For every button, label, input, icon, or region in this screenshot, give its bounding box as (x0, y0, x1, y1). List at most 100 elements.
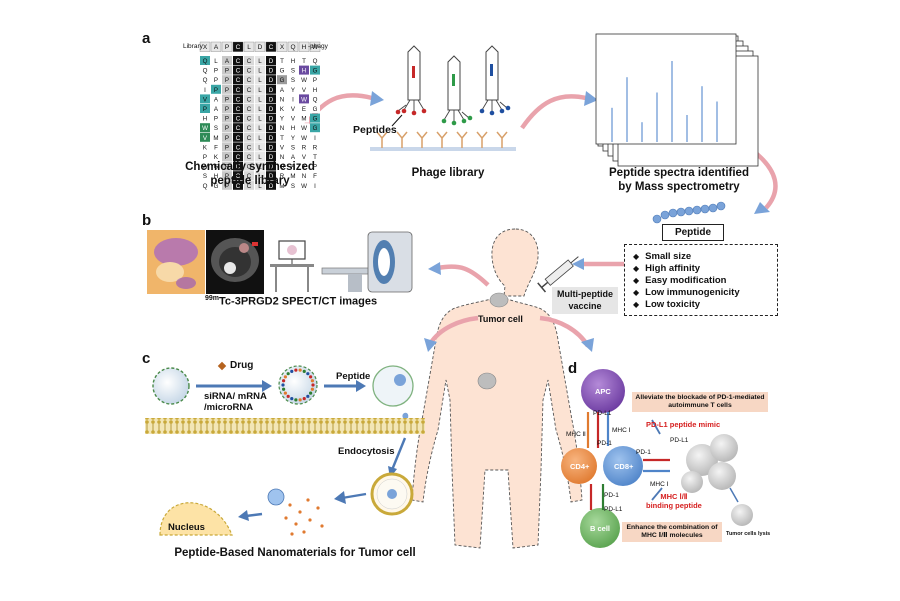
grid-letter: G (313, 106, 318, 113)
payload-dot (294, 398, 298, 402)
grid-cell (255, 123, 265, 133)
grid-cell (255, 132, 265, 142)
binding-peptide-label: MHC Ⅰ/Ⅱ binding peptide (646, 492, 702, 510)
grid-cell (233, 75, 243, 85)
grid-letter: P (214, 77, 218, 84)
payload-dot (290, 397, 294, 401)
grid-letter: M (301, 116, 306, 123)
caption-panel-c: Peptide-Based Nanomaterials for Tumor ce… (174, 547, 416, 559)
grid-letter: P (214, 87, 218, 94)
caption-mass-spec: Peptide spectra identified by Mass spect… (594, 166, 764, 194)
grid-cell (255, 142, 265, 152)
grid-cell (233, 56, 243, 65)
phage-green (441, 55, 473, 126)
grid-cell (244, 180, 254, 190)
grid-letter: P (225, 154, 229, 161)
grid-cell (277, 132, 287, 142)
grid-letter: C (236, 144, 241, 151)
grid-letter: L (258, 173, 262, 180)
grid-cell (288, 152, 298, 161)
tumor-spot-abdomen (477, 372, 497, 390)
pdl1-label-2: PD-L1 (670, 437, 689, 444)
nanoparticle-payload (281, 368, 315, 402)
grid-cell (255, 94, 265, 104)
grid-letter: C (236, 154, 241, 161)
grid-cell (233, 171, 243, 181)
binding-line1: MHC Ⅰ/Ⅱ (660, 492, 688, 501)
grid-cell (200, 123, 210, 133)
grid-cell (266, 84, 276, 94)
grid-letter: C (247, 125, 252, 132)
peptide-box: Peptide (662, 224, 724, 241)
grid-header-letter: L (247, 44, 251, 51)
grid-letter: H (313, 87, 317, 94)
grid-letter: V (291, 106, 296, 113)
grid-letter: R (280, 173, 285, 180)
grid-letter: C (247, 173, 252, 180)
arrow-library-to-phage (302, 93, 373, 130)
grid-letter: L (258, 58, 262, 65)
grid-cell (266, 113, 276, 123)
grid-cell (310, 132, 320, 142)
grid-cell (288, 56, 298, 65)
grid-letter: H (203, 116, 207, 123)
grid-letter: L (258, 77, 262, 84)
grid-letter: R (302, 144, 307, 151)
grid-letter: L (258, 87, 262, 94)
grid-letter: N (280, 154, 284, 161)
grid-letter: L (258, 144, 262, 151)
grid-letter: C (236, 125, 241, 132)
grid-cell (200, 180, 210, 190)
grid-cell (211, 104, 221, 113)
grid-letter: L (258, 125, 262, 132)
grid-cell (288, 132, 298, 142)
property-item: Low toxicity (633, 299, 777, 311)
grid-letter: A (291, 154, 296, 161)
vaccine-line1: Multi-peptide (557, 289, 613, 299)
grid-letter: A (214, 96, 219, 103)
grid-letter: P (225, 125, 229, 132)
grid-cell (255, 171, 265, 181)
grid-cell (233, 84, 243, 94)
grid-cell (255, 104, 265, 113)
grid-cell (200, 104, 210, 113)
grid-letter: Q (313, 58, 318, 65)
apc-label: APC (595, 387, 611, 396)
grid-cell (310, 123, 320, 133)
grid-cell (288, 65, 298, 75)
grid-cell (244, 171, 254, 181)
peptide-chain-icon (652, 201, 726, 224)
grid-letter: D (269, 77, 274, 84)
mass-spectra-stack (595, 33, 759, 167)
arrowhead-7 (581, 338, 594, 352)
grid-cell (266, 152, 276, 161)
grid-letter: P (225, 116, 229, 123)
grid-cell (310, 142, 320, 152)
grid-cell (255, 65, 265, 75)
grid-header-letter: Q (290, 44, 295, 51)
phage-library-illustration (370, 45, 516, 151)
property-item: Easy modification (633, 275, 777, 287)
grid-cell (288, 94, 298, 104)
pdl1-label-3: PD-L1 (604, 506, 623, 513)
grid-cell (211, 94, 221, 104)
grid-letter: M (279, 183, 284, 190)
endocytosis-label: Endocytosis (338, 446, 395, 457)
payload-dot (311, 383, 315, 387)
pd1-label-3: PD-1 (604, 492, 619, 499)
grid-header-cell (309, 41, 321, 52)
grid-letter: L (258, 154, 262, 161)
grid-cell (310, 180, 320, 190)
grid-cell (244, 75, 254, 85)
panel-letter-c: c (142, 350, 151, 367)
grid-letter: S (291, 183, 295, 190)
grid-letter: C (236, 164, 241, 171)
grid-cell (266, 94, 276, 104)
grid-cell (288, 171, 298, 181)
grid-cell (233, 180, 243, 190)
grid-header-cell (298, 41, 310, 52)
grid-header-cell (276, 41, 288, 52)
grid-cell (244, 142, 254, 152)
grid-cell (299, 65, 309, 75)
grid-header-cell (265, 41, 277, 52)
